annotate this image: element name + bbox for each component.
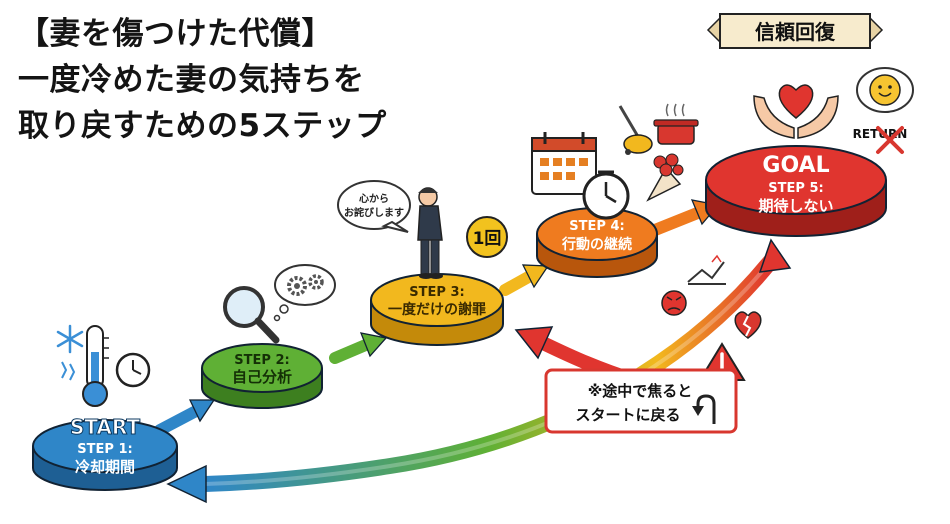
step1-tag: START <box>70 415 140 439</box>
step-platform-2 <box>201 343 323 409</box>
speech-bubble-line2: お詫びします <box>344 206 404 219</box>
title-line-1: 【妻を傷つけた代償】 <box>18 16 333 52</box>
step-arrow-2 <box>329 332 388 364</box>
alarm-clock-icon <box>582 170 630 220</box>
thought-bubble-gears-icon <box>273 264 336 322</box>
trust-banner <box>706 13 884 49</box>
warning-line1: ※途中で焦ると <box>588 382 693 400</box>
broken-chart-icon <box>687 254 726 285</box>
step5-text: 期待しない <box>758 197 833 215</box>
step-platform-4 <box>536 207 658 278</box>
trust-banner-text: 信頼回復 <box>755 20 836 44</box>
cooking-pot-icon <box>653 103 699 145</box>
step5-label: STEP 5: <box>768 181 823 196</box>
return-arrow <box>166 238 792 504</box>
step2-text: 自己分析 <box>232 368 292 386</box>
angry-face-icon <box>661 290 687 316</box>
once-label: 1回 <box>473 229 502 249</box>
warning-box <box>544 368 738 434</box>
wind-lines-icon <box>61 361 76 381</box>
vacuum-icon <box>618 105 653 155</box>
step4-label: STEP 4: <box>569 219 624 234</box>
warning-line2: スタートに戻る <box>575 406 680 424</box>
magnifying-glass-icon <box>223 286 280 344</box>
snowflake-icon <box>56 324 84 354</box>
step1-text: 冷却期間 <box>75 458 135 476</box>
title-line-3: 取り戻すための5ステップ <box>18 108 387 144</box>
hands-heart-icon <box>753 84 839 139</box>
smiley-cloud-icon <box>856 67 914 113</box>
title-line-2: 一度冷めた妻の気持ちを <box>18 62 365 98</box>
step5-tag: GOAL <box>762 153 829 178</box>
step-platform-1 <box>32 419 178 491</box>
thermometer-icon <box>82 325 109 407</box>
once-badge <box>466 216 508 258</box>
step-platform-3 <box>370 273 504 346</box>
step3-label: STEP 3: <box>409 285 464 300</box>
clock-icon <box>115 352 151 388</box>
broken-heart-icon <box>734 311 762 339</box>
step-platform-5 <box>705 145 887 237</box>
step-arrow-1 <box>154 399 216 436</box>
step4-text: 行動の継続 <box>561 236 632 253</box>
step-arrow-3 <box>499 264 550 296</box>
bouquet-icon <box>646 153 684 202</box>
step3-text: 一度だけの謝罪 <box>388 301 486 318</box>
bowing-man-icon <box>417 187 443 279</box>
u-turn-icon <box>692 394 716 424</box>
speech-bubble <box>337 180 411 233</box>
calendar-icon <box>531 132 597 195</box>
cross-icon <box>876 126 904 154</box>
speech-bubble-line1: 心から <box>359 193 389 205</box>
step2-label: STEP 2: <box>234 353 289 368</box>
step1-label: STEP 1: <box>77 442 132 457</box>
